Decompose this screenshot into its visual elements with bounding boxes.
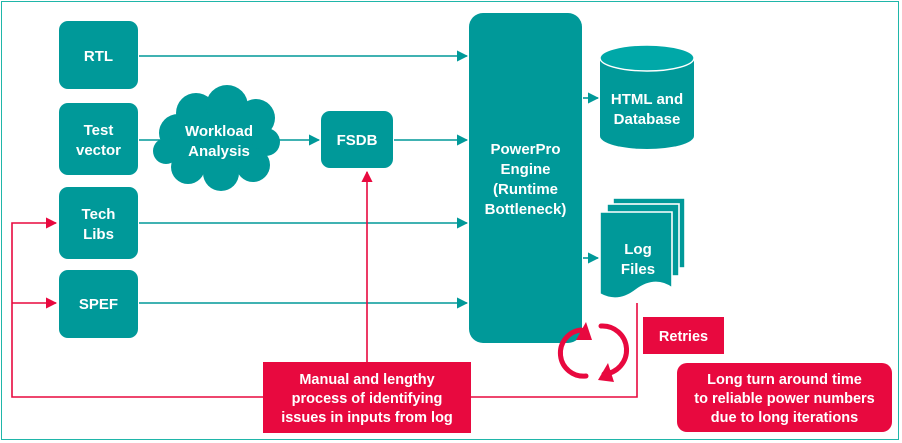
spef-label: SPEF	[79, 296, 118, 313]
engine-label-line1: PowerPro	[490, 141, 560, 158]
test-vector-label-line1: Test	[84, 122, 114, 139]
html-label-line2: Database	[614, 111, 681, 128]
manual-note-line1: Manual and lengthy	[299, 372, 434, 388]
tech-libs-label-line1: Tech	[82, 206, 116, 223]
retries-note: Retries	[643, 317, 724, 354]
fsdb-box: FSDB	[321, 111, 393, 168]
log-label-line1: Log	[624, 241, 652, 258]
engine-label-line4: Bottleneck)	[485, 201, 567, 218]
manual-note-line3: issues in inputs from log	[281, 410, 453, 426]
rtl-label: RTL	[84, 48, 113, 65]
manual-note-line2: process of identifying	[292, 391, 443, 407]
html-database-cylinder: HTML and Database	[599, 44, 695, 149]
manual-process-note: Manual and lengthy process of identifyin…	[263, 362, 471, 433]
tech-libs-box: Tech Libs	[59, 187, 138, 259]
long-turn-line1: Long turn around time	[707, 372, 862, 388]
workload-label-line1: Workload	[185, 123, 253, 140]
retry-cycle-icon	[557, 322, 630, 382]
test-vector-box: Test vector	[59, 103, 138, 175]
feedback-to-techlibs-arrow	[11, 217, 638, 398]
long-turnaround-note: Long turn around time to reliable power …	[677, 363, 892, 432]
tech-libs-label-line2: Libs	[83, 226, 114, 243]
test-vector-label-line2: vector	[76, 142, 121, 159]
rtl-box: RTL	[59, 21, 138, 89]
engine-label-line3: (Runtime	[493, 181, 558, 198]
spef-box: SPEF	[59, 270, 138, 338]
long-turn-line3: due to long iterations	[711, 410, 858, 426]
html-label-line1: HTML and	[611, 91, 683, 108]
workload-label-line2: Analysis	[188, 143, 250, 160]
powerpro-engine-box: PowerPro Engine (Runtime Bottleneck)	[469, 13, 582, 343]
log-files-stack: Log Files	[599, 197, 686, 299]
long-turn-line2: to reliable power numbers	[694, 391, 875, 407]
fsdb-label: FSDB	[337, 132, 378, 149]
log-label-line2: Files	[621, 261, 655, 278]
engine-label-line2: Engine	[500, 161, 550, 178]
retries-label: Retries	[659, 329, 708, 345]
workload-analysis-cloud: Workload Analysis	[153, 85, 280, 191]
